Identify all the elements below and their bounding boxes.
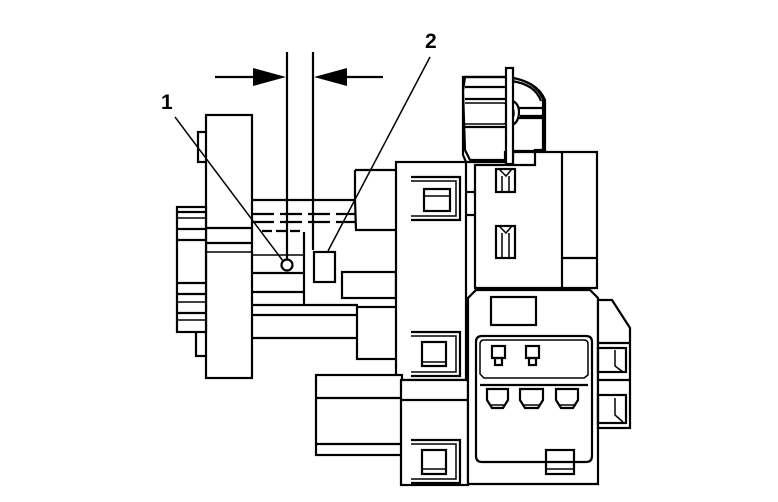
alignment-tab: [312, 250, 337, 284]
terminal-pins-upper: [490, 344, 541, 367]
dimension-indicator: [215, 52, 383, 265]
arrow-left-icon: [314, 68, 347, 86]
arrow-right-icon: [253, 68, 286, 86]
mounting-plate: [194, 113, 254, 380]
drive-gear: [175, 205, 208, 334]
leader-line-1: [174, 116, 284, 262]
terminal-pins-lower: [485, 387, 580, 410]
main-harness-connector: [466, 288, 600, 486]
leader-line-2: [327, 56, 431, 252]
middle-connector: [394, 160, 468, 382]
callout-label-1: 1: [161, 91, 173, 114]
alignment-hole: [280, 258, 294, 272]
right-housing: [467, 150, 599, 290]
callout-label-2: 2: [425, 30, 437, 53]
upper-connector: [461, 66, 547, 166]
lower-connector: [314, 373, 470, 487]
switch-body: [252, 168, 399, 361]
side-connector: [596, 298, 632, 430]
